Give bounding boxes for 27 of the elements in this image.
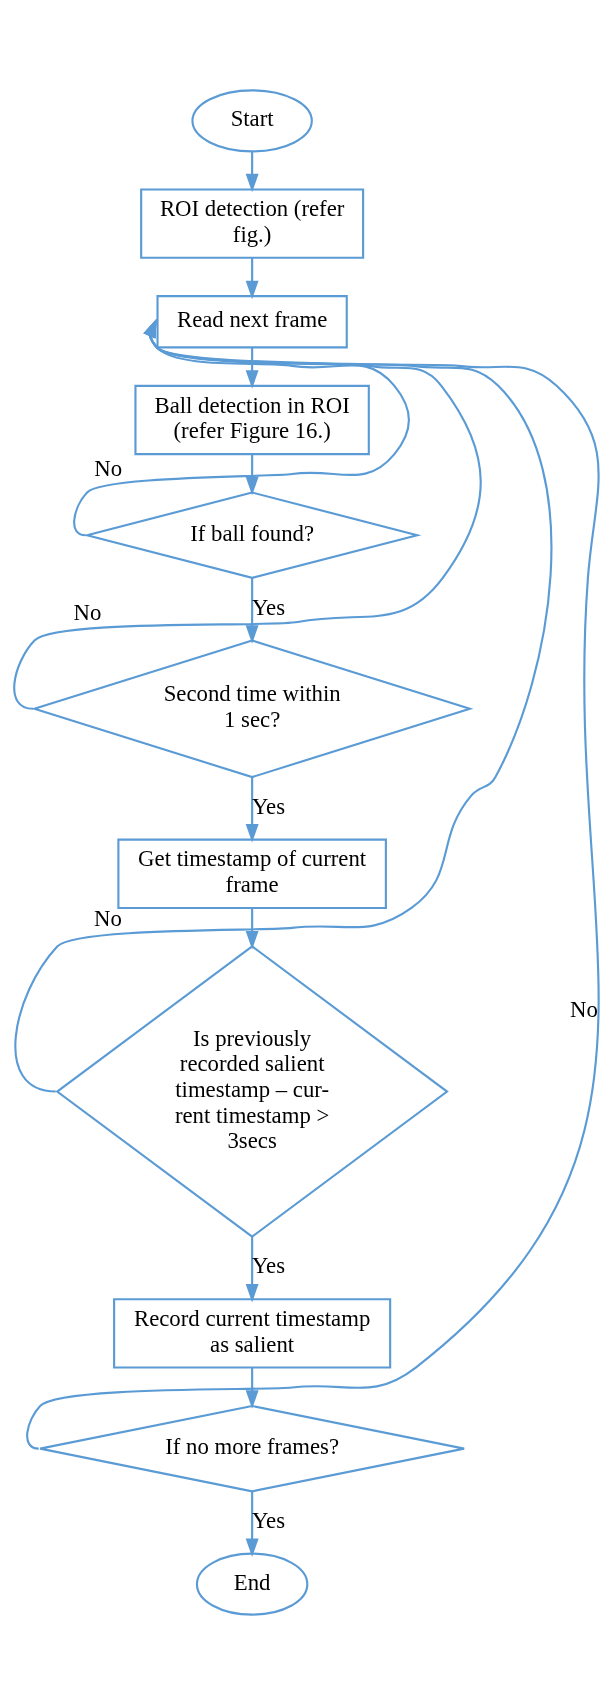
arrow — [245, 776, 259, 843]
arrow — [245, 1367, 259, 1409]
arrow — [245, 454, 259, 495]
arrow — [13, 318, 482, 710]
node-box: ROI detection (refer fig.) — [140, 187, 365, 259]
arrow — [245, 907, 259, 949]
arrow — [26, 318, 600, 1449]
arrow — [245, 150, 259, 192]
arrow — [245, 577, 259, 644]
node-diamond: If no more frames? — [39, 1404, 466, 1492]
arrow — [14, 318, 553, 1093]
node-ellipse: Start — [191, 88, 313, 152]
node-ellipse: End — [195, 1552, 309, 1616]
arrow — [73, 318, 410, 536]
node-box: Get timestamp of current frame — [117, 838, 387, 909]
arrow — [245, 257, 259, 299]
arrow — [245, 1236, 259, 1302]
node-diamond: Second time within 1 sec? — [30, 638, 474, 778]
node-box: Read next frame — [156, 294, 348, 348]
node-diamond: Is previously recorded salient timestamp – cur- rent timestamp > 3secs — [55, 944, 449, 1238]
edge-label: No — [73, 599, 102, 625]
arrow — [245, 347, 259, 389]
edge-label: No — [94, 455, 123, 481]
node-box: Record current timestamp as salient — [113, 1297, 392, 1369]
node-box: Ball detection in ROI (refer Figure 16.) — [134, 384, 370, 455]
arrow — [245, 1491, 259, 1557]
edge-label: No — [570, 996, 598, 1022]
